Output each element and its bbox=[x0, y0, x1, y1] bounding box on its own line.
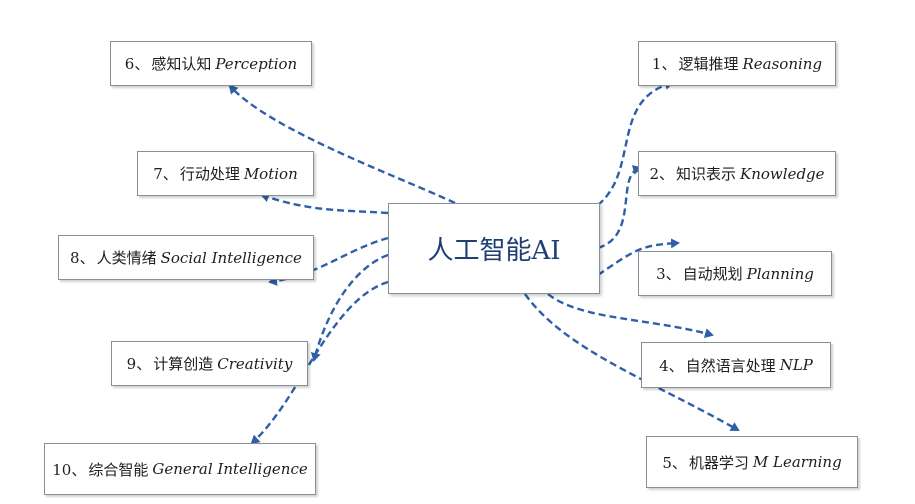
node-creativity: 9、 计算创造 Creativity bbox=[111, 341, 308, 386]
node-nlp: 4、 自然语言处理 NLP bbox=[641, 342, 831, 388]
node-number: 10、 bbox=[52, 460, 87, 479]
node-general-intelligence: 10、 综合智能 General Intelligence bbox=[44, 443, 316, 495]
node-en-label: Motion bbox=[243, 164, 298, 183]
node-reasoning: 1、 逻辑推理 Reasoning bbox=[638, 41, 836, 86]
node-number: 6、 bbox=[124, 55, 150, 73]
node-zh-label: 计算创造 bbox=[153, 355, 214, 373]
node-number: 9、 bbox=[126, 355, 152, 373]
arrow-to-general bbox=[250, 280, 389, 445]
node-zh-label: 感知认知 bbox=[151, 55, 212, 73]
node-zh-label: 行动处理 bbox=[179, 165, 240, 183]
node-en-label: NLP bbox=[779, 356, 813, 374]
node-number: 7、 bbox=[153, 165, 178, 183]
node-knowledge: 2、 知识表示 Knowledge bbox=[638, 151, 836, 196]
node-en-label: Social Intelligence bbox=[160, 248, 302, 267]
node-en-label: Creativity bbox=[217, 354, 293, 373]
center-node-ai: 人工智能AI bbox=[388, 203, 600, 294]
node-number: 4、 bbox=[659, 356, 684, 375]
node-m-learning: 5、 机器学习 M Learning bbox=[646, 436, 858, 488]
node-perception: 6、 感知认知 Perception bbox=[110, 41, 312, 86]
node-planning: 3、 自动规划 Planning bbox=[638, 251, 832, 296]
node-en-label: Knowledge bbox=[740, 164, 825, 183]
node-zh-label: 逻辑推理 bbox=[678, 55, 739, 73]
node-motion: 7、 行动处理 Motion bbox=[137, 151, 314, 196]
node-en-label: Reasoning bbox=[742, 54, 823, 73]
node-zh-label: 综合智能 bbox=[88, 460, 149, 479]
node-number: 2、 bbox=[649, 165, 675, 183]
arrow-to-creativity bbox=[310, 253, 389, 362]
node-zh-label: 知识表示 bbox=[676, 165, 737, 183]
arrow-to-mlearning bbox=[524, 293, 740, 432]
node-en-label: General Intelligence bbox=[152, 460, 308, 478]
node-zh-label: 人类情绪 bbox=[96, 249, 157, 267]
node-number: 1、 bbox=[651, 55, 677, 73]
arrow-to-perception bbox=[228, 84, 456, 205]
node-zh-label: 机器学习 bbox=[688, 453, 749, 472]
arrow-to-nlp bbox=[547, 293, 714, 338]
node-en-label: Perception bbox=[215, 54, 298, 73]
arrow-to-planning bbox=[597, 238, 680, 276]
arrow-to-motion bbox=[260, 192, 389, 215]
node-social-intelligence: 8、 人类情绪 Social Intelligence bbox=[58, 235, 314, 280]
node-number: 3、 bbox=[656, 265, 681, 283]
arrow-to-knowledge bbox=[597, 165, 642, 250]
node-number: 8、 bbox=[70, 249, 95, 267]
node-en-label: Planning bbox=[746, 264, 814, 283]
node-en-label: M Learning bbox=[752, 453, 842, 471]
node-zh-label: 自动规划 bbox=[682, 265, 743, 283]
node-zh-label: 自然语言处理 bbox=[685, 356, 776, 375]
center-node-label: 人工智能AI bbox=[427, 236, 561, 266]
node-number: 5、 bbox=[662, 453, 687, 472]
